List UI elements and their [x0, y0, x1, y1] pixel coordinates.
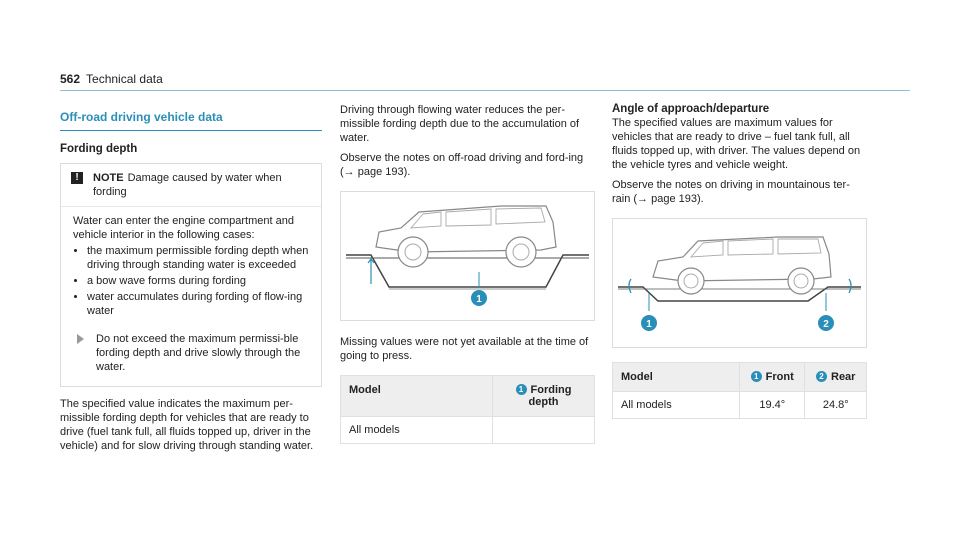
callout-2-label: 2	[823, 319, 829, 330]
vehicle-angle-illustration: 1 2	[618, 236, 861, 331]
fording-depth-figure: 1	[340, 191, 595, 321]
section-name: Technical data	[86, 72, 163, 86]
table-header-rear: 2 Rear	[804, 362, 867, 392]
table-cell-model: All models	[612, 391, 740, 419]
section-title: Off-road driving vehicle data	[60, 110, 322, 131]
note-list: the maximum permissible fording depth wh…	[73, 244, 311, 318]
page-header: 562 Technical data	[60, 72, 163, 86]
subsection-title: Angle of approach/departure	[612, 103, 770, 115]
approach-angle-figure: 1 2	[612, 218, 867, 348]
column-2: Driving through flowing water reduces th…	[340, 103, 595, 444]
list-item: water accumulates during fording of flow…	[87, 290, 311, 318]
note-text: Damage caused by water when fording	[93, 172, 282, 198]
list-item: the maximum permissible fording depth wh…	[87, 244, 311, 272]
action-step: Do not exceed the maximum permissi-ble f…	[73, 332, 311, 374]
table-cell-front: 19.4°	[738, 391, 806, 419]
action-text: Do not exceed the maximum permissi-ble f…	[96, 333, 301, 373]
table-row: All models	[340, 416, 595, 444]
header-rule	[60, 90, 910, 91]
callout-1-label: 1	[646, 319, 652, 330]
arrow-right-icon	[77, 334, 84, 344]
callout-badge: 2	[816, 371, 827, 382]
header-text: Front	[765, 371, 794, 383]
note-label: NOTE	[93, 172, 124, 184]
page-number: 562	[60, 72, 81, 86]
note-intro: Water can enter the engine compartment a…	[73, 215, 294, 241]
table-cell-rear: 24.8°	[804, 391, 867, 419]
callout-badge: 1	[515, 384, 527, 395]
vehicle-fording-illustration: 1	[346, 205, 589, 306]
list-item: a bow wave forms during fording	[87, 274, 311, 288]
paragraph: The specified value indicates the maximu…	[60, 398, 314, 452]
column-3: Angle of approach/departure The specifie…	[612, 103, 867, 419]
table-cell-depth	[492, 416, 595, 444]
column-1: Off-road driving vehicle data Fording de…	[60, 110, 322, 453]
table-header-model: Model	[612, 362, 740, 392]
note-body: Water can enter the engine compartment a…	[61, 207, 321, 386]
paragraph: Observe the notes on driving in mountain…	[612, 179, 850, 205]
header-text: Rear	[831, 371, 856, 383]
table-cell-model: All models	[340, 416, 493, 444]
table-row: All models 19.4° 24.8°	[612, 391, 867, 419]
paragraph: Observe the notes on off-road driving an…	[340, 152, 584, 178]
callout-badge: 1	[750, 371, 762, 382]
paragraph: Driving through flowing water reduces th…	[340, 104, 580, 144]
paragraph: Missing values were not yet available at…	[340, 336, 589, 362]
warning-icon: !	[71, 172, 83, 184]
table-header-model: Model	[340, 375, 493, 417]
header-text: Fording depth	[528, 384, 572, 408]
subsection-title: Fording depth	[60, 143, 138, 155]
callout-1-label: 1	[476, 294, 482, 305]
paragraph: The specified values are maximum values …	[612, 117, 861, 171]
